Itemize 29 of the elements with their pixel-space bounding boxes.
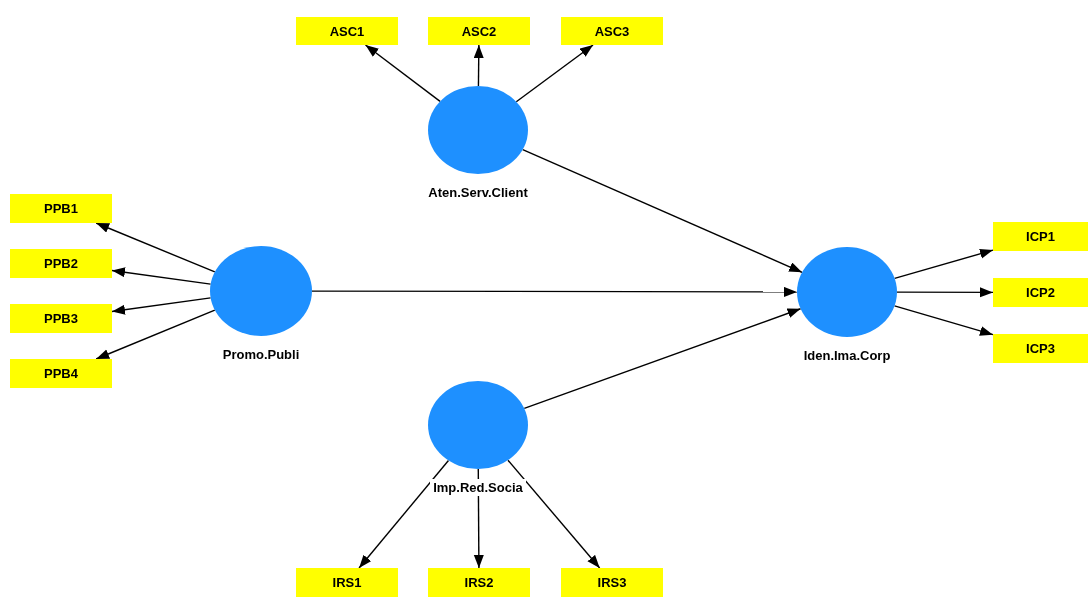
indicator-box: PPB4 bbox=[10, 359, 112, 388]
arrow bbox=[111, 297, 212, 315]
arrow bbox=[358, 459, 450, 569]
indicator-box: IRS1 bbox=[296, 568, 398, 597]
indicator-box: PPB3 bbox=[10, 304, 112, 333]
arrow bbox=[515, 44, 594, 103]
arrow bbox=[893, 248, 994, 280]
construct-label: Imp.Red.Socia bbox=[430, 479, 526, 496]
indicator-box: ICP2 bbox=[993, 278, 1088, 307]
indicator-box: PPB2 bbox=[10, 249, 112, 278]
arrow bbox=[311, 286, 798, 297]
indicator-box: IRS2 bbox=[428, 568, 530, 597]
arrow bbox=[893, 305, 994, 336]
indicator-box: ASC1 bbox=[296, 17, 398, 45]
indicator-box: ASC3 bbox=[561, 17, 663, 45]
arrow bbox=[473, 44, 484, 87]
indicator-box: IRS3 bbox=[561, 568, 663, 597]
indicator-box: ICP1 bbox=[993, 222, 1088, 251]
arrow bbox=[523, 308, 802, 409]
arrow bbox=[364, 44, 441, 103]
arrow bbox=[95, 222, 216, 273]
arrow bbox=[507, 459, 601, 569]
arrow bbox=[896, 287, 994, 298]
arrow bbox=[522, 148, 803, 273]
indicator-box: ICP3 bbox=[993, 334, 1088, 363]
indicator-box: ASC2 bbox=[428, 17, 530, 45]
arrow bbox=[111, 267, 212, 285]
arrow bbox=[95, 309, 216, 360]
indicator-box: PPB1 bbox=[10, 194, 112, 223]
